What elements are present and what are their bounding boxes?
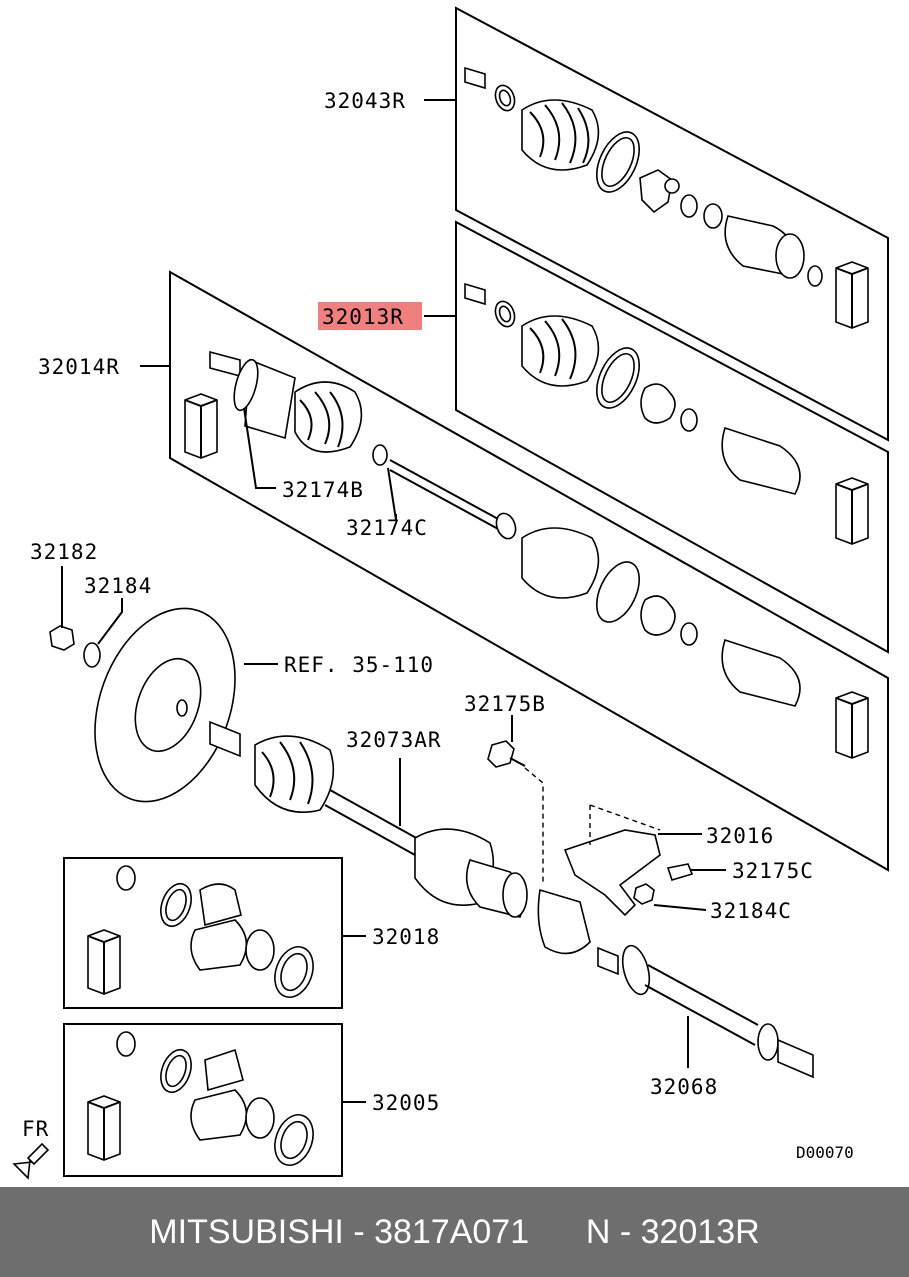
brand-part-number: MITSUBISHI - 3817A071 xyxy=(149,1212,530,1251)
label-32014R[interactable]: 32014R xyxy=(38,355,120,379)
panel-32018 xyxy=(63,857,343,1009)
parts-diagram: 32043R 32013R 32014R 32174B 32174C 32182… xyxy=(12,6,889,1180)
panel-32043R xyxy=(455,6,889,442)
bolt-32175C xyxy=(666,863,694,881)
label-32174B[interactable]: 32174B xyxy=(282,478,364,502)
group-32018-parts xyxy=(87,865,314,998)
label-ref-35-110[interactable]: REF. 35-110 xyxy=(284,653,434,677)
panel-32014R xyxy=(169,270,889,872)
washer-32184 xyxy=(83,642,101,668)
brake-disc xyxy=(94,607,236,803)
diagram-id: D00070 xyxy=(796,1143,854,1162)
label-32073AR[interactable]: 32073AR xyxy=(346,728,442,752)
group-32005-parts xyxy=(87,1031,314,1166)
label-32043R[interactable]: 32043R xyxy=(324,89,406,113)
label-32174C[interactable]: 32174C xyxy=(346,516,428,540)
group-32014R-parts xyxy=(184,350,869,759)
bolt-32175B xyxy=(487,740,515,768)
front-arrow-icon xyxy=(12,1142,50,1180)
panel-32013R xyxy=(455,220,889,654)
bracket-32016 xyxy=(563,829,661,917)
reference-number: N - 32013R xyxy=(585,1212,760,1251)
part-number-footer: MITSUBISHI - 3817A071 N - 32013R xyxy=(0,1187,909,1277)
part-highlight xyxy=(318,302,422,330)
label-32005[interactable]: 32005 xyxy=(372,1091,440,1115)
group-32013R-parts xyxy=(464,282,869,545)
label-32018[interactable]: 32018 xyxy=(372,925,440,949)
nut-32182 xyxy=(49,625,75,651)
label-fr: FR xyxy=(22,1117,49,1141)
label-32175B[interactable]: 32175B xyxy=(464,692,546,716)
bearing-holder xyxy=(537,888,591,955)
nut-32184C xyxy=(633,883,655,905)
label-32184[interactable]: 32184 xyxy=(84,574,152,598)
label-32068[interactable]: 32068 xyxy=(650,1075,718,1099)
shaft-32068 xyxy=(597,944,814,1079)
label-32016[interactable]: 32016 xyxy=(706,824,774,848)
label-32184C[interactable]: 32184C xyxy=(710,899,792,923)
group-32043R-parts xyxy=(464,66,869,329)
label-32013R[interactable]: 32013R xyxy=(322,305,404,329)
leader-dashed-32175B xyxy=(524,767,544,883)
leader-lines xyxy=(61,99,726,1103)
leader-dashed-32016 xyxy=(589,804,661,845)
label-32182[interactable]: 32182 xyxy=(30,540,98,564)
drive-shaft-32073AR xyxy=(209,720,528,918)
label-32175C[interactable]: 32175C xyxy=(732,859,814,883)
exploded-view-drawing: 32043R 32013R 32014R 32174B 32174C 32182… xyxy=(12,6,889,1180)
panel-32005 xyxy=(63,1023,343,1177)
